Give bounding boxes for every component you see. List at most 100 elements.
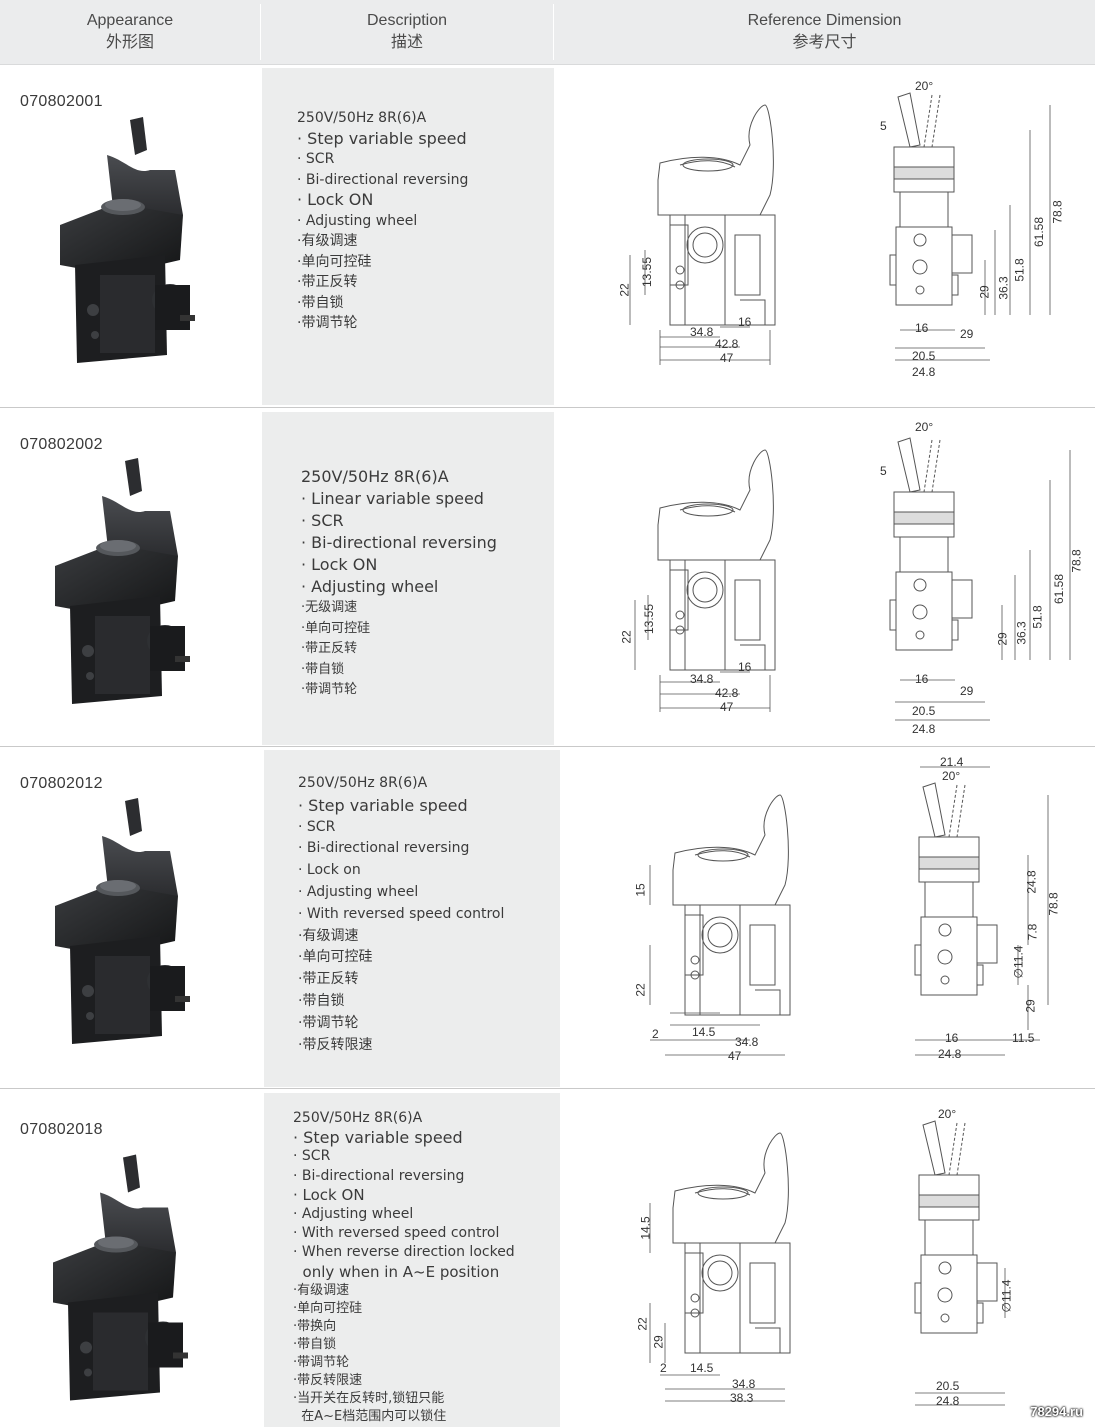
spec-line: 250V/50Hz 8R(6)A <box>297 110 427 126</box>
spec-line: · With reversed speed control <box>298 905 505 922</box>
spec-line: ·带正反转 <box>297 274 358 290</box>
dimension-labels: 20° ∅11.4 20.5 24.8 14.5 22 29 2 14.5 34… <box>620 1103 1020 1413</box>
dim-label: 78.8 <box>1069 549 1084 573</box>
spec-line: ·当开关在反转时,锁钮只能 <box>293 1390 445 1406</box>
dim-label: 24.8 <box>938 1047 962 1061</box>
spec-line: ·有级调速 <box>293 1282 350 1298</box>
dim-label: 13.55 <box>642 603 657 635</box>
spec-line: · Lock ON <box>297 190 374 209</box>
dim-label: 47 <box>728 1049 742 1063</box>
description-panel <box>264 750 560 1087</box>
description-text: 250V/50Hz 8R(6)A · Step variable speed ·… <box>293 1109 515 1426</box>
dim-label: 24.8 <box>936 1394 960 1408</box>
spec-line: ·单向可控硅 <box>297 253 372 270</box>
dim-label: 20° <box>938 1107 957 1121</box>
spec-line: ·带调节轮 <box>301 682 358 697</box>
spec-line: 250V/50Hz 8R(6)A <box>298 775 428 791</box>
dim-label: 20.5 <box>912 349 936 363</box>
dim-label: ∅11.4 <box>1011 945 1026 979</box>
dim-label: 29 <box>977 285 992 299</box>
dim-label: 20.5 <box>936 1379 960 1393</box>
dim-label: 20° <box>915 79 934 93</box>
spec-line: · Bi-directional reversing <box>298 840 470 857</box>
spec-line: ·带自锁 <box>298 992 345 1009</box>
dim-label: 34.8 <box>732 1377 756 1391</box>
dim-label: 14.5 <box>692 1025 716 1039</box>
spec-line: ·带调节轮 <box>298 1014 359 1031</box>
dim-label: 22 <box>619 630 634 644</box>
dim-label: 16 <box>915 672 929 686</box>
description-text: 250V/50Hz 8R(6)A · Step variable speed ·… <box>297 108 468 334</box>
dim-label: 29 <box>960 327 974 341</box>
dimension-labels: 21.4 20° 78.8 24.8 7.8 ∅11.4 29 16 11.5 … <box>620 755 1080 1075</box>
dim-label: 78.8 <box>1046 892 1061 916</box>
dim-label: 34.8 <box>690 325 714 339</box>
spec-line: · Adjusting wheel <box>293 1206 414 1223</box>
dim-label: 38.3 <box>730 1391 754 1405</box>
dimension-drawing <box>629 92 1051 365</box>
dim-label: 47 <box>720 700 734 714</box>
header-divider <box>260 4 261 60</box>
spec-line: ·单向可控硅 <box>293 1300 363 1316</box>
dim-label: 5 <box>880 119 887 133</box>
dim-label: 47 <box>720 351 734 365</box>
product-photo <box>48 1145 198 1410</box>
spec-line: ·单向可控硅 <box>301 620 371 636</box>
dimension-drawing <box>649 766 1049 1056</box>
dim-label: 20.5 <box>912 704 936 718</box>
header-appearance-cn: 外形图 <box>105 34 154 51</box>
product-code: 070802002 <box>20 436 103 453</box>
dim-label: 29 <box>995 632 1010 646</box>
header-dimension-cn: 参考尺寸 <box>792 34 857 51</box>
dim-label: 29 <box>651 1335 666 1349</box>
spec-line: · Step variable speed <box>293 1128 463 1148</box>
dim-label: 22 <box>617 283 632 297</box>
product-photo <box>50 791 200 1051</box>
spec-line: · SCR <box>293 1148 331 1165</box>
spec-line: · SCR <box>298 818 336 835</box>
spec-line: · Step variable speed <box>297 128 467 148</box>
spec-line: ·带反转限速 <box>298 1036 373 1053</box>
dim-label: 42.8 <box>715 337 739 351</box>
spec-line: ·带自锁 <box>297 294 344 311</box>
dim-label: 24.8 <box>912 365 936 379</box>
dim-label: 24.8 <box>912 722 936 736</box>
spec-line: 在A~E档范围内可以锁住 <box>293 1408 447 1424</box>
spec-line: · Adjusting wheel <box>298 883 419 900</box>
spec-line: ·带自锁 <box>301 661 345 677</box>
product-code: 070802018 <box>20 1121 103 1138</box>
product-code: 070802012 <box>20 775 103 792</box>
dim-label: 16 <box>738 660 752 674</box>
spec-line: · Lock on <box>298 862 361 879</box>
spec-line: · Adjusting wheel <box>301 577 439 596</box>
table-header: Appearance 外形图 Description 描述 Reference … <box>0 0 1095 65</box>
dim-label: 61.58 <box>1052 573 1067 605</box>
product-row: 070802002 250V/50Hz 8R(6)A · Linear vari… <box>0 408 1095 747</box>
spec-line: ·带自锁 <box>293 1336 337 1352</box>
dim-label: 21.4 <box>940 755 964 769</box>
spec-line: ·带调节轮 <box>293 1354 350 1370</box>
spec-line: ·带换向 <box>293 1318 337 1334</box>
spec-line: · SCR <box>297 151 335 167</box>
header-dimension: Reference Dimension 参考尺寸 <box>554 0 1095 64</box>
dim-label: 22 <box>635 1317 650 1331</box>
description-panel <box>262 68 554 405</box>
dim-label: 24.8 <box>1024 870 1039 894</box>
dim-label: 20° <box>915 420 934 434</box>
dim-label: 11.5 <box>1012 1031 1035 1045</box>
header-dimension-en: Reference Dimension <box>747 12 902 29</box>
spec-line: ·无级调速 <box>301 600 358 615</box>
product-code: 070802001 <box>20 93 103 110</box>
dim-label: 51.8 <box>1012 258 1027 282</box>
dimension-drawing <box>649 1120 1006 1406</box>
dim-label: 15 <box>633 883 648 897</box>
spec-line: ·带正反转 <box>298 971 359 988</box>
spec-line: · Lock ON <box>301 555 378 574</box>
spec-line: · Bi-directional reversing <box>293 1167 465 1184</box>
dim-label: 22 <box>633 983 648 997</box>
spec-line: · SCR <box>301 511 344 530</box>
dim-label: 42.8 <box>715 686 739 700</box>
dimension-labels: 20° 5 78.8 61.58 51.8 36.3 29 16 29 20.5… <box>610 75 1080 395</box>
spec-line: ·带反转限速 <box>293 1372 363 1388</box>
dim-label: 7.8 <box>1025 923 1040 941</box>
